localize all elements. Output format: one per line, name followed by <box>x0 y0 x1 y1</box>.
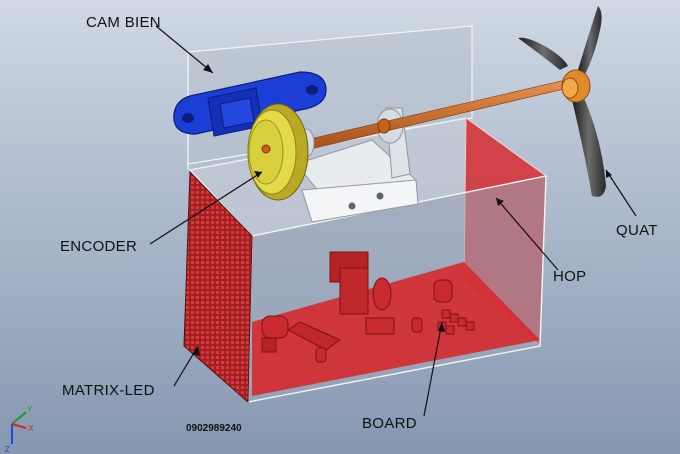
triad-y-label: Y <box>27 405 33 414</box>
leader-board <box>423 321 443 417</box>
label-fan: QUAT <box>616 222 658 239</box>
leader-box <box>495 197 559 271</box>
leader-encoder <box>149 171 263 245</box>
leader-arrowheads <box>192 64 612 356</box>
phone-number: 0902989240 <box>186 423 242 434</box>
triad-z-label: Z <box>5 445 10 454</box>
triad-x-label: X <box>28 424 34 433</box>
encoder-gear <box>247 103 309 201</box>
leader-fan <box>605 169 637 217</box>
label-box: HOP <box>553 268 586 285</box>
label-board: BOARD <box>362 415 417 432</box>
leader-sensor <box>155 25 214 74</box>
matrix-led-panel <box>183 170 253 404</box>
axis-triad: Y X Z <box>5 405 34 454</box>
label-sensor: CAM BIEN <box>86 14 161 31</box>
label-encoder: ENCODER <box>60 238 137 255</box>
optical-sensor <box>173 71 327 137</box>
label-matrix-led: MATRIX-LED <box>62 382 155 399</box>
circuit-board <box>261 251 475 363</box>
fan-propeller <box>518 6 606 197</box>
